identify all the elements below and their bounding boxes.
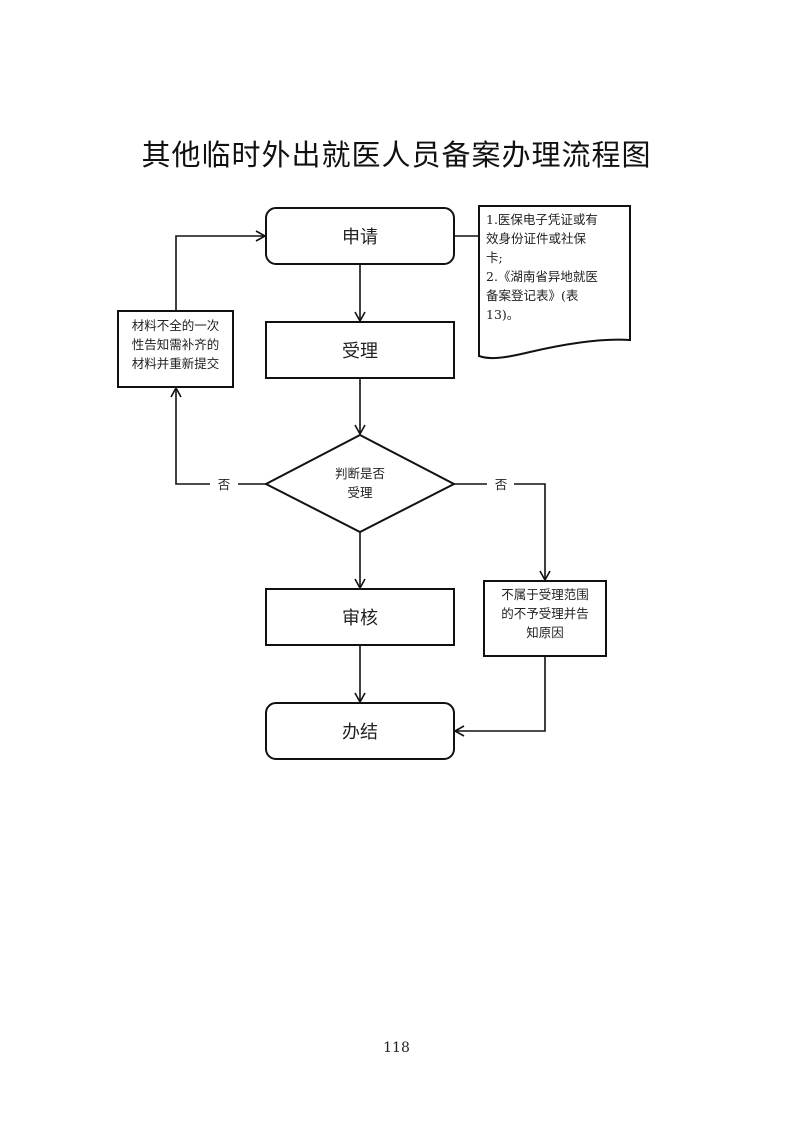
document-line-6: 13)。 xyxy=(486,307,520,322)
document-line-3: 卡; xyxy=(486,250,503,265)
accept-label: 受理 xyxy=(342,341,378,362)
decision-label-line2: 受理 xyxy=(347,485,373,500)
document-line-2: 效身份证件或社保 xyxy=(486,231,587,246)
out-of-scope-to-complete-arrow xyxy=(453,656,546,737)
decision-no-right-line-b xyxy=(514,483,551,582)
complete-label: 办结 xyxy=(342,722,378,743)
document-line-5: 备案登记表》(表 xyxy=(486,288,579,303)
document-node xyxy=(478,205,631,360)
review-label: 审核 xyxy=(342,608,378,629)
out-of-scope-text: 不属于受理范围 的不予受理并告 知原因 xyxy=(484,585,606,642)
decision-label-line1: 判断是否 xyxy=(335,466,385,481)
out-of-scope-line-3: 知原因 xyxy=(526,625,564,640)
decision-node xyxy=(263,433,457,534)
document-text: 1.医保电子凭证或有 效身份证件或社保 卡; 2.《湖南省异地就医 备案登记表》… xyxy=(486,210,616,324)
decision-no-left-line-b xyxy=(170,386,210,485)
review-node xyxy=(265,588,455,646)
document-line-4: 2.《湖南省异地就医 xyxy=(486,269,598,284)
page-title: 其他临时外出就医人员备案办理流程图 xyxy=(141,138,652,172)
no-right-label: 否 xyxy=(495,477,508,492)
incomplete-line-3: 材料并重新提交 xyxy=(131,356,220,371)
incomplete-line-1: 材料不全的一次 xyxy=(131,318,220,333)
document-line-1: 1.医保电子凭证或有 xyxy=(486,212,598,227)
out-of-scope-line-2: 的不予受理并告 xyxy=(501,606,589,621)
apply-label: 申请 xyxy=(342,227,378,248)
out-of-scope-line-1: 不属于受理范围 xyxy=(501,587,589,602)
incomplete-materials-text: 材料不全的一次 性告知需补齐的 材料并重新提交 xyxy=(118,316,233,373)
no-left-label: 否 xyxy=(218,477,231,492)
page-number: 118 xyxy=(383,1040,410,1056)
resubmit-to-apply-arrow xyxy=(175,230,267,311)
incomplete-line-2: 性告知需补齐的 xyxy=(131,337,220,352)
